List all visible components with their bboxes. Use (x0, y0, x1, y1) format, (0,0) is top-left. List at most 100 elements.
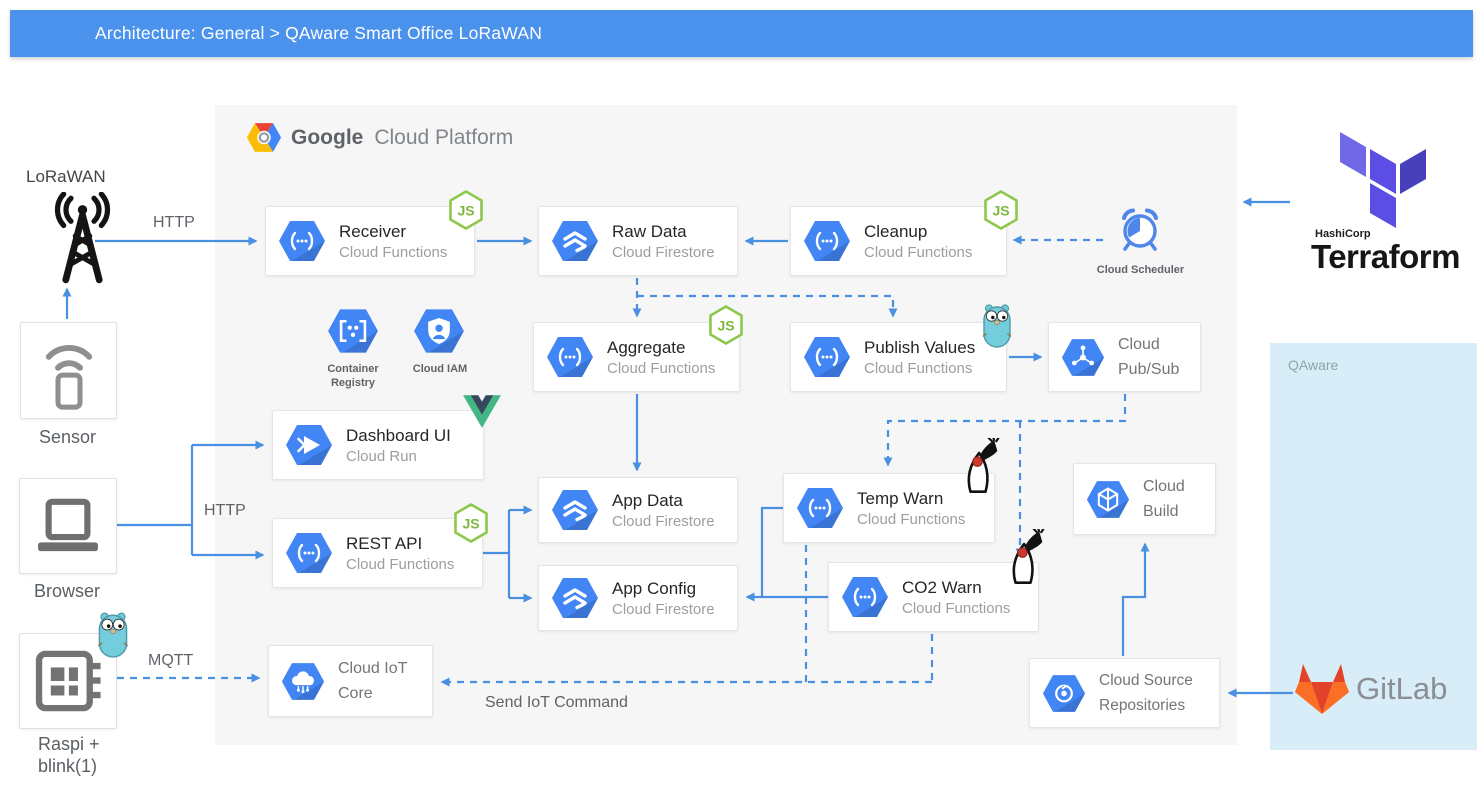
node-subtitle: Cloud Firestore (612, 512, 715, 530)
node-subtitle: Cloud Functions (607, 359, 716, 377)
lorawan-label: LoRaWAN (26, 167, 106, 186)
node-cloud-iot-core: Cloud IoT Core (268, 645, 433, 717)
node-label-line1: Cloud Source (1099, 672, 1193, 689)
node-subtitle: Cloud Functions (346, 555, 455, 573)
node-label-line2: Core (338, 685, 373, 702)
node-subtitle: Cloud Run (346, 447, 417, 465)
cloud-source-repositories-icon (1042, 674, 1086, 713)
node-title: App Config (612, 578, 697, 598)
raspi-label-line2: blink(1) (38, 756, 98, 776)
cloud-scheduler-icon (1112, 201, 1168, 255)
node-title: Raw Data (612, 221, 687, 241)
cloud-functions-icon (803, 336, 851, 378)
terraform-label: Terraform (1311, 238, 1460, 275)
cloud-functions-icon (841, 576, 889, 618)
node-cleanup: Cleanup Cloud Functions (790, 206, 1007, 276)
sensor-icon (36, 331, 102, 410)
browser-node (19, 478, 117, 574)
node-label-line1: Cloud (1143, 478, 1185, 495)
cloud-functions-icon (278, 220, 326, 262)
cloud-functions-icon (796, 487, 844, 529)
node-cloud-source-repositories: Cloud Source Repositories (1029, 658, 1220, 728)
node-title: CO2 Warn (902, 577, 982, 597)
node-title: REST API (346, 533, 423, 553)
node-publish-values: Publish Values Cloud Functions (790, 322, 1007, 392)
raspi-label: Raspi + blink(1) (38, 733, 100, 777)
container-registry-line1: Container (327, 363, 379, 375)
node-app-config: App Config Cloud Firestore (538, 565, 738, 631)
node-subtitle: Cloud Functions (857, 510, 966, 528)
node-raw-data: Raw Data Cloud Firestore (538, 206, 738, 276)
cloud-firestore-icon (551, 220, 599, 262)
sensor-node (20, 322, 117, 419)
node-title: Cleanup (864, 221, 928, 241)
http-label-lorawan: HTTP (153, 214, 195, 231)
node-receiver: Receiver Cloud Functions (265, 206, 475, 276)
node-app-data: App Data Cloud Firestore (538, 477, 738, 543)
terraform-logo-icon (1340, 132, 1430, 228)
gitlab-label: GitLab (1356, 671, 1448, 706)
cloud-scheduler-label: Cloud Scheduler (1096, 264, 1185, 276)
vue-icon (463, 395, 501, 428)
cloud-iam-icon (413, 308, 465, 354)
page-title: Architecture: General > QAware Smart Off… (95, 23, 543, 43)
node-dashboard-ui: Dashboard UI Cloud Run (272, 410, 484, 480)
cloud-iam-label: Cloud IAM (412, 363, 468, 375)
java-duke-icon (956, 438, 1000, 496)
node-label-line2: Repositories (1099, 697, 1186, 714)
cloud-build-icon (1086, 480, 1130, 519)
cloud-firestore-icon (551, 489, 599, 531)
gitlab-logo-icon (1293, 662, 1351, 716)
node-subtitle: Cloud Functions (902, 599, 1011, 617)
gcp-logo-word1: Google (291, 125, 364, 149)
nodejs-icon (448, 190, 484, 230)
cloud-firestore-icon (551, 577, 599, 619)
node-aggregate: Aggregate Cloud Functions (533, 322, 740, 392)
http-label-browser: HTTP (204, 502, 246, 519)
node-subtitle: Cloud Functions (864, 359, 973, 377)
browser-label: Browser (33, 581, 100, 601)
node-rest-api: REST API Cloud Functions (272, 518, 483, 588)
qaware-label: QAware (1288, 357, 1339, 373)
nodejs-icon (453, 503, 489, 543)
node-label-line1: Cloud IoT (338, 660, 408, 677)
node-label-line2: Build (1143, 503, 1179, 520)
cloud-iot-core-icon (281, 662, 325, 701)
gopher-icon (981, 302, 1013, 348)
node-temp-warn: Temp Warn Cloud Functions (783, 473, 995, 543)
node-label-line1: Cloud (1118, 336, 1160, 353)
node-title: Aggregate (607, 337, 686, 357)
container-registry-label: Container Registry (313, 362, 393, 390)
node-co2-warn: CO2 Warn Cloud Functions (828, 562, 1039, 632)
cloud-functions-icon (285, 532, 333, 574)
node-subtitle: Cloud Firestore (612, 243, 715, 261)
node-subtitle: Cloud Functions (864, 243, 973, 261)
gcp-logo-word2: Cloud Platform (374, 125, 514, 149)
laptop-icon (31, 498, 105, 555)
mqtt-label: MQTT (148, 652, 194, 669)
container-registry-line2: Registry (330, 377, 376, 389)
node-title: Receiver (339, 221, 407, 241)
hashicorp-label: HashiCorp (1315, 228, 1371, 240)
node-cloud-build: Cloud Build (1073, 463, 1216, 535)
node-cloud-pubsub: Cloud Pub/Sub (1048, 322, 1201, 392)
sensor-label: Sensor (38, 427, 97, 447)
java-duke-icon (1001, 529, 1045, 587)
gopher-icon (96, 610, 130, 658)
node-title: Publish Values (864, 337, 976, 357)
header-bar: Architecture: General > QAware Smart Off… (10, 10, 1473, 57)
node-label-line2: Pub/Sub (1118, 361, 1180, 378)
antenna-icon (30, 192, 135, 284)
node-title: Temp Warn (857, 488, 944, 508)
cloud-run-icon (285, 424, 333, 466)
raspberry-pi-icon (30, 643, 106, 719)
nodejs-icon (708, 305, 744, 345)
node-subtitle: Cloud Functions (339, 243, 448, 261)
node-title: App Data (612, 490, 683, 510)
raspi-label-line1: Raspi + (38, 734, 100, 754)
cloud-functions-icon (803, 220, 851, 262)
send-iot-command-label: Send IoT Command (485, 694, 628, 711)
gcp-hexagon-icon (246, 122, 282, 153)
container-registry-icon (327, 308, 379, 354)
